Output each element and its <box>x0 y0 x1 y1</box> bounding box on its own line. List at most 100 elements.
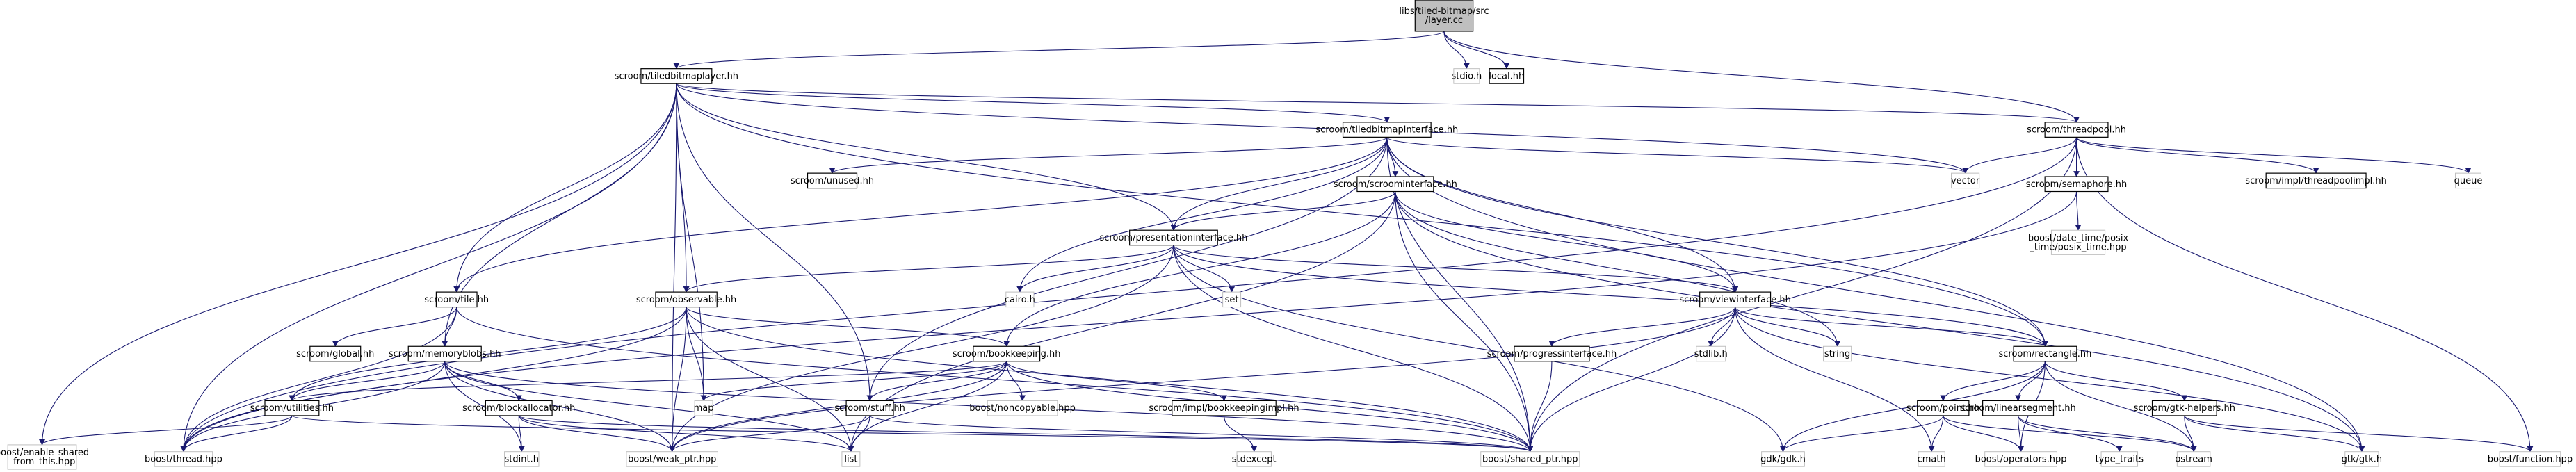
node-type_traits[interactable]: type_traits <box>2096 451 2144 467</box>
edge-linearsegment-to-ostream <box>2018 415 2197 453</box>
node-unused[interactable]: scroom/unused.hh <box>791 172 874 189</box>
node-weak_ptr[interactable]: boost/weak_ptr.hpp <box>626 451 718 467</box>
node-gtkhelpers[interactable]: scroom/gtk-helpers.hh <box>2134 400 2235 416</box>
node-viewinterface[interactable]: scroom/viewinterface.hh <box>1679 291 1791 308</box>
edge-blockallocator-to-stdint <box>518 415 525 453</box>
node-utilities-box <box>264 400 320 416</box>
node-progressinterface[interactable]: scroom/progressinterface.hh <box>1487 345 1617 362</box>
node-scroominterface[interactable]: scroom/scroominterface.hh <box>1334 176 1457 193</box>
edge-tiledbitmaplayer-to-threadpool <box>676 83 2080 123</box>
node-blockallocator-box <box>485 400 553 416</box>
node-bookkeeping[interactable]: scroom/bookkeeping.hh <box>953 345 1061 362</box>
node-posix_time-box <box>2050 229 2106 255</box>
node-posix_time[interactable]: boost/date_time/posix_time/posix_time.hp… <box>2028 229 2129 255</box>
node-set-box <box>1222 291 1242 308</box>
edge-progressinterface-to-shared_ptr <box>1527 361 1553 453</box>
node-string[interactable]: string <box>1823 345 1852 362</box>
node-observable-label: scroom/observable.hh <box>636 295 736 305</box>
node-scroominterface-box <box>1356 176 1434 193</box>
node-stuff[interactable]: scroom/stuff.hh <box>834 400 905 416</box>
edge-rectangle-to-gtkhelpers <box>2044 361 2188 402</box>
node-blockallocator[interactable]: scroom/blockallocator.hh <box>462 400 575 416</box>
node-progressinterface-box <box>1514 345 1590 362</box>
node-ostream-label: ostream <box>2175 454 2212 464</box>
node-gtk-label: gtk/gtk.h <box>2342 454 2383 464</box>
node-gdk[interactable]: gdk/gdk.h <box>1760 451 1806 467</box>
node-tiledbitmaplayer[interactable]: scroom/tiledbitmaplayer.hh <box>615 68 738 84</box>
node-stdint[interactable]: stdint.h <box>504 451 540 467</box>
node-point[interactable]: scroom/point.hh <box>1906 400 1980 416</box>
node-stdlib[interactable]: stdlib.h <box>1694 345 1728 362</box>
node-observable[interactable]: scroom/observable.hh <box>636 291 736 308</box>
node-threadpool[interactable]: scroom/threadpool.hh <box>2027 122 2126 138</box>
edge-tiledbitmaplayer-to-enable_shared <box>39 83 677 446</box>
node-type_traits-box <box>2100 451 2139 467</box>
node-stdexcept[interactable]: stdexcept <box>1232 451 1277 467</box>
node-shared_ptr[interactable]: boost/shared_ptr.hpp <box>1480 451 1580 467</box>
edge-viewinterface-to-cmath <box>1735 307 1935 453</box>
node-cairo[interactable]: cairo.h <box>1005 291 1035 308</box>
node-stdexcept-label: stdexcept <box>1232 454 1277 464</box>
node-queue[interactable]: queue <box>2454 172 2483 189</box>
node-vector-box <box>1951 172 1980 189</box>
node-enable_shared-box <box>7 444 77 470</box>
node-tile[interactable]: scroom/tile.hh <box>424 291 489 308</box>
node-progressinterface-label: scroom/progressinterface.hh <box>1487 349 1617 359</box>
node-bookkeeping-label: scroom/bookkeeping.hh <box>953 349 1061 359</box>
node-queue-label: queue <box>2454 176 2483 186</box>
node-semaphore-label: scroom/semaphore.hh <box>2026 179 2127 190</box>
node-tiledbitmapinterface[interactable]: scroom/tiledbitmapinterface.hh <box>1315 122 1458 138</box>
node-operators-box <box>1984 451 2057 467</box>
edge-tiledbitmaplayer-to-tiledbitmapinterface <box>676 83 1390 123</box>
node-list[interactable]: list <box>841 451 861 467</box>
node-global-box <box>309 345 362 362</box>
node-cairo-label: cairo.h <box>1005 295 1035 305</box>
node-stdio[interactable]: stdio.h <box>1451 68 1482 84</box>
node-rectangle[interactable]: scroom/rectangle.hh <box>1999 345 2092 362</box>
node-global[interactable]: scroom/global.hh <box>296 345 374 362</box>
node-gtkhelpers-box <box>2151 400 2217 416</box>
node-map[interactable]: map <box>694 400 714 416</box>
node-thread[interactable]: boost/thread.hpp <box>145 451 222 467</box>
edge-tiledbitmaplayer-to-presentationinterface <box>676 83 1177 231</box>
node-weak_ptr-box <box>626 451 718 467</box>
edge-utilities-to-enable_shared <box>39 415 293 446</box>
node-local[interactable]: local.hh <box>1489 68 1524 84</box>
node-list-label: list <box>844 454 857 464</box>
node-local-label: local.hh <box>1489 71 1524 81</box>
node-ostream[interactable]: ostream <box>2175 451 2212 467</box>
node-semaphore[interactable]: scroom/semaphore.hh <box>2026 176 2127 193</box>
node-noncopyable[interactable]: boost/noncopyable.hpp <box>969 400 1076 416</box>
node-gtk[interactable]: gtk/gtk.h <box>2342 451 2383 467</box>
node-root[interactable]: libs/tiled-bitmap/src/layer.cc <box>1399 0 1489 32</box>
node-utilities[interactable]: scroom/utilities.hh <box>250 400 334 416</box>
edge-presentationinterface-to-weak_ptr <box>669 245 1174 453</box>
node-function-label: boost/function.hpp <box>2488 454 2573 464</box>
edge-memoryblobs-to-blockallocator <box>444 361 522 402</box>
node-enable_shared[interactable]: boost/enable_shared_from_this.hpp <box>0 444 89 470</box>
edge-presentationinterface-to-viewinterface <box>1173 245 1738 293</box>
node-cairo-box <box>1005 291 1035 308</box>
edge-memoryblobs-to-utilities <box>289 361 446 402</box>
node-tile-label: scroom/tile.hh <box>424 295 489 305</box>
edge-memoryblobs-to-list <box>444 361 854 453</box>
node-set[interactable]: set <box>1222 291 1242 308</box>
node-linearsegment[interactable]: scroom/linearsegment.hh <box>1960 400 2076 416</box>
node-memoryblobs[interactable]: scroom/memoryblobs.hh <box>389 345 501 362</box>
node-vector[interactable]: vector <box>1951 172 1980 189</box>
node-presentationinterface[interactable]: scroom/presentationinterface.hh <box>1100 229 1248 246</box>
edge-tiledbitmapinterface-to-scroominterface <box>1386 137 1399 177</box>
node-cmath[interactable]: cmath <box>1918 451 1946 467</box>
node-operators[interactable]: boost/operators.hpp <box>1975 451 2067 467</box>
node-function[interactable]: boost/function.hpp <box>2488 451 2573 467</box>
edge-root-to-local <box>1443 31 1510 70</box>
node-semaphore-box <box>2044 176 2109 193</box>
edge-tiledbitmapinterface-to-unused <box>829 136 1388 174</box>
edge-tiledbitmaplayer-to-weak_ptr <box>669 83 677 453</box>
edge-blockallocator-to-weak_ptr <box>518 415 676 453</box>
node-bookkeepingimpl[interactable]: scroom/impl/bookkeepingimpl.hh <box>1149 400 1299 416</box>
node-threadpoolimpl[interactable]: scroom/impl/threadpoolimpl.hh <box>2245 172 2387 189</box>
edge-scroominterface-to-presentationinterface <box>1170 191 1396 231</box>
edge-presentationinterface-to-gdk <box>1173 245 1786 453</box>
